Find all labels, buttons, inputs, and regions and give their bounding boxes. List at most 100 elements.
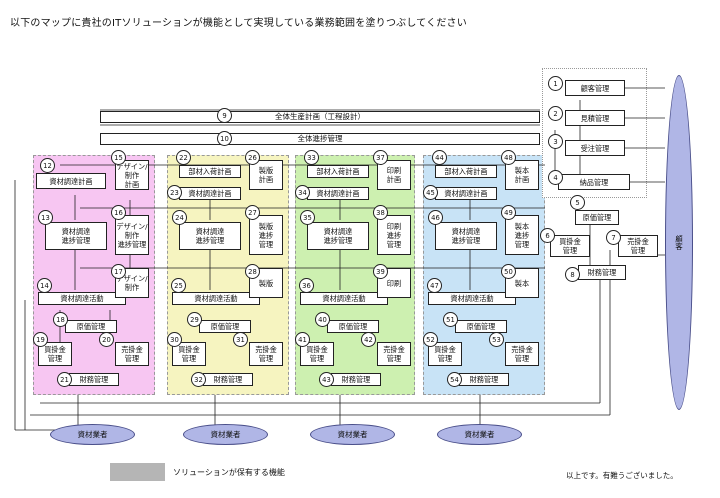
num-badge: 14 — [37, 278, 52, 293]
num-badge: 49 — [501, 205, 516, 220]
box-material-procurement-activity: 資材調達活動 — [38, 292, 126, 305]
num-badge: 7 — [606, 230, 621, 245]
box-process-progress: 印刷 進捗 管理 — [377, 215, 411, 255]
closing-note: 以上です。有難うございました。 — [566, 471, 678, 480]
num-badge: 53 — [489, 332, 504, 347]
num-badge: 15 — [111, 150, 126, 165]
num-badge: 37 — [373, 150, 388, 165]
num-badge: 10 — [217, 131, 232, 146]
num-badge: 19 — [33, 332, 48, 347]
num-badge: 17 — [111, 264, 126, 279]
box-process-plan: 製版 計画 — [249, 160, 283, 190]
box-payable-management: 買掛金 管理 — [550, 235, 590, 257]
box-material-procurement-activity: 資材調達活動 — [428, 292, 516, 305]
num-badge: 21 — [57, 372, 72, 387]
num-badge: 52 — [423, 332, 438, 347]
vendor-ellipse: 資材業者 — [310, 424, 395, 445]
num-badge: 3 — [548, 134, 563, 149]
box-receivable-management: 売掛金 管理 — [249, 342, 283, 366]
box-material-procurement-plan: 資材調達計画 — [307, 187, 369, 200]
num-badge: 2 — [548, 106, 563, 121]
box-process-plan: 製本 計画 — [505, 160, 539, 190]
num-badge: 44 — [432, 150, 447, 165]
num-badge: 18 — [53, 312, 68, 327]
box-material-procurement-activity: 資材調達活動 — [300, 292, 388, 305]
num-badge: 43 — [319, 372, 334, 387]
box-finance-management: 財務管理 — [578, 265, 626, 280]
page-title: 以下のマップに貴社のITソリューションが機能として実現している業務範囲を塗りつぶ… — [10, 18, 467, 29]
num-badge: 27 — [245, 205, 260, 220]
num-badge: 12 — [40, 158, 55, 173]
num-badge: 45 — [423, 185, 438, 200]
num-badge: 33 — [304, 150, 319, 165]
box-material-procurement-progress: 資材調達 進捗管理 — [179, 222, 241, 250]
num-badge: 20 — [99, 332, 114, 347]
box-finance-management: 財務管理 — [203, 373, 253, 386]
num-badge: 6 — [540, 228, 555, 243]
box-process-progress: デザイン/ 制作 進捗管理 — [115, 215, 149, 255]
num-badge: 41 — [295, 332, 310, 347]
bar-production-plan: 全体生産計画（工程設計） — [100, 111, 540, 123]
num-badge: 30 — [167, 332, 182, 347]
num-badge: 38 — [373, 205, 388, 220]
box-process-plan: 印刷 計画 — [377, 160, 411, 190]
num-badge: 29 — [187, 312, 202, 327]
box-order-management: 受注管理 — [565, 140, 625, 156]
num-badge: 40 — [315, 312, 330, 327]
num-badge: 54 — [447, 372, 462, 387]
num-badge: 24 — [172, 210, 187, 225]
num-badge: 22 — [176, 150, 191, 165]
box-material-procurement-plan: 資材調達計画 — [36, 173, 106, 189]
num-badge: 50 — [501, 264, 516, 279]
box-cost-management: 原価管理 — [575, 210, 619, 225]
vendor-ellipse: 資材業者 — [183, 424, 268, 445]
num-badge: 47 — [427, 278, 442, 293]
box-material-procurement-plan: 資材調達計画 — [435, 187, 497, 200]
num-badge: 4 — [548, 170, 563, 185]
num-badge: 34 — [295, 185, 310, 200]
box-cost-management: 原価管理 — [199, 320, 251, 333]
box-material-procurement-progress: 資材調達 進捗管理 — [45, 222, 107, 250]
num-badge: 32 — [191, 372, 206, 387]
vendor-ellipse: 資材業者 — [437, 424, 522, 445]
box-material-procurement-progress: 資材調達 進捗管理 — [435, 222, 497, 250]
num-badge: 9 — [217, 108, 232, 123]
num-badge: 48 — [501, 150, 516, 165]
num-badge: 26 — [245, 150, 260, 165]
num-badge: 51 — [443, 312, 458, 327]
num-badge: 25 — [171, 278, 186, 293]
box-process-progress: 製版 進捗 管理 — [249, 215, 283, 255]
box-delivery-management: 納品管理 — [558, 174, 630, 190]
box-receivable-management: 売掛金 管理 — [505, 342, 539, 366]
num-badge: 1 — [548, 76, 563, 91]
vendor-ellipse: 資材業者 — [50, 424, 135, 445]
num-badge: 42 — [361, 332, 376, 347]
num-badge: 23 — [167, 185, 182, 200]
box-finance-management: 財務管理 — [459, 373, 509, 386]
box-process-progress: 製本 進捗 管理 — [505, 215, 539, 255]
num-badge: 5 — [570, 195, 585, 210]
box-estimate-management: 見積管理 — [565, 110, 625, 126]
box-cost-management: 原価管理 — [327, 320, 379, 333]
box-process-activity: 製本 — [505, 268, 539, 298]
box-customer-management: 顧客管理 — [565, 80, 625, 96]
legend-label: ソリューションが保有する機能 — [173, 468, 285, 477]
num-badge: 46 — [428, 210, 443, 225]
box-process-plan: デザイン/ 制作 計画 — [115, 160, 149, 190]
num-badge: 39 — [373, 264, 388, 279]
box-finance-management: 財務管理 — [331, 373, 381, 386]
bar-overall-progress: 全体進捗管理 — [100, 133, 540, 145]
num-badge: 31 — [233, 332, 248, 347]
box-finance-management: 財務管理 — [69, 373, 119, 386]
legend-swatch — [110, 463, 165, 481]
box-cost-management: 原価管理 — [455, 320, 507, 333]
num-badge: 28 — [245, 264, 260, 279]
box-material-procurement-plan: 資材調達計画 — [179, 187, 241, 200]
box-receivable-management: 売掛金 管理 — [115, 342, 149, 366]
box-parts-arrival-plan: 部材入荷計画 — [435, 165, 497, 178]
box-payable-management: 買掛金 管理 — [38, 342, 72, 366]
box-parts-arrival-plan: 部材入荷計画 — [307, 165, 369, 178]
num-badge: 13 — [38, 210, 53, 225]
